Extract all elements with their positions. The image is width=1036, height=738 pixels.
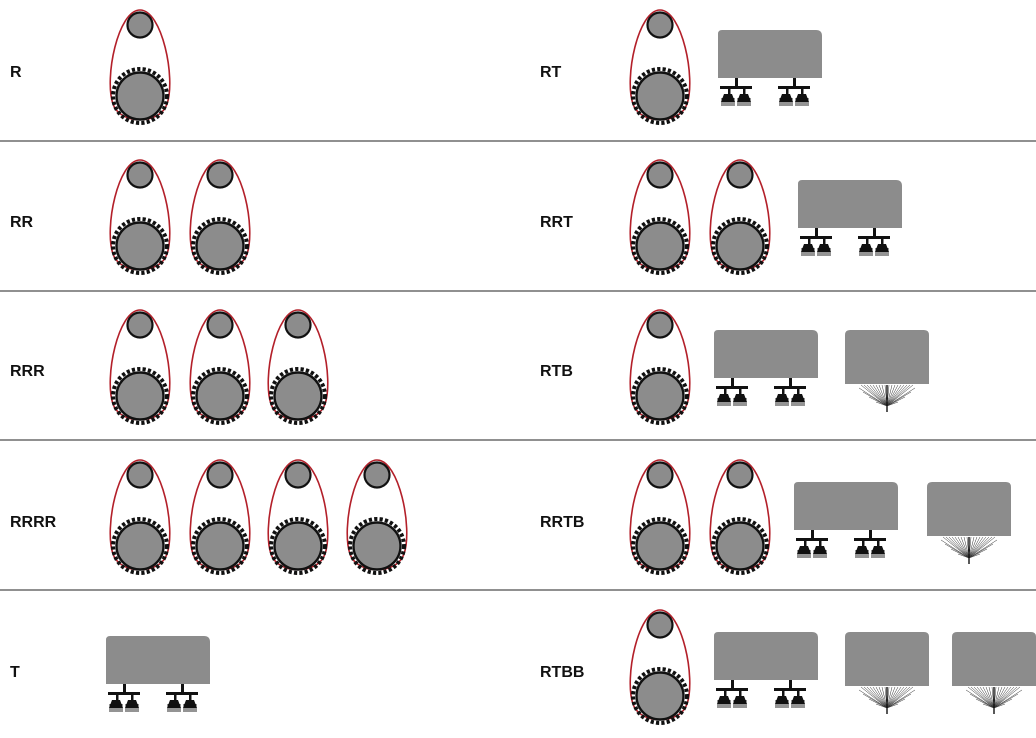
config-row-1: R RT: [10, 8, 822, 125]
tine-bar-icon: [714, 330, 818, 406]
tine-bar-icon: [794, 482, 898, 558]
roller-icon: [708, 158, 772, 275]
roller-icon: [188, 458, 252, 575]
roller-icon: [108, 8, 172, 125]
brush-icon: [951, 631, 1036, 715]
tine-bar-icon: [106, 636, 210, 712]
config-label-right: RTBB: [540, 664, 584, 681]
config-label-right: RTB: [540, 363, 573, 380]
tine-bar-icon: [718, 30, 822, 106]
config-label-left: RRR: [10, 363, 45, 380]
roller-icon: [108, 158, 172, 275]
brush-icon: [926, 481, 1012, 565]
config-row-2: RR RRT: [10, 158, 902, 275]
config-label-left: T: [10, 664, 20, 681]
tine-bar-icon: [714, 632, 818, 708]
roller-icon: [628, 608, 692, 725]
config-label-right: RRTB: [540, 514, 584, 531]
roller-icon: [188, 158, 252, 275]
roller-icon: [108, 308, 172, 425]
config-row-4: RRRR RRTB: [10, 458, 1012, 575]
roller-icon: [266, 458, 330, 575]
roller-icon: [108, 458, 172, 575]
roller-icon: [345, 458, 409, 575]
config-label-left: RR: [10, 214, 34, 231]
roller-icon: [188, 308, 252, 425]
roller-icon: [708, 458, 772, 575]
config-row-3: RRR RTB: [10, 308, 930, 425]
config-label-left: R: [10, 64, 22, 81]
tine-bar-icon: [798, 180, 902, 256]
config-label-right: RRT: [540, 214, 573, 231]
roller-icon: [628, 458, 692, 575]
row-dividers: [0, 140, 1036, 591]
config-label-right: RT: [540, 64, 562, 81]
brush-icon: [844, 329, 930, 413]
roller-icon: [266, 308, 330, 425]
brush-icon: [844, 631, 930, 715]
roller-icon: [628, 158, 692, 275]
config-label-left: RRRR: [10, 514, 57, 531]
config-row-5: T RTBB: [10, 608, 1036, 725]
roller-icon: [628, 8, 692, 125]
roller-icon: [628, 308, 692, 425]
